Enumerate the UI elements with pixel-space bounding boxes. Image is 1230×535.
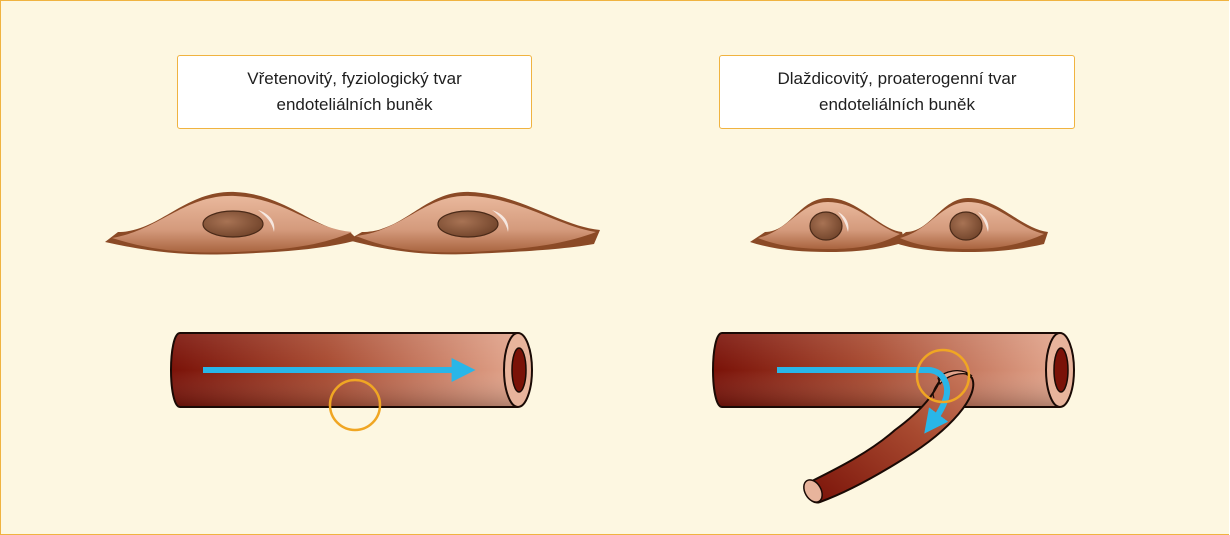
spindle-cell-2 [348, 192, 600, 254]
spindle-cell-1 [105, 192, 358, 255]
cobblestone-cell-2 [892, 198, 1048, 252]
cobblestone-cell-1 [750, 198, 905, 252]
